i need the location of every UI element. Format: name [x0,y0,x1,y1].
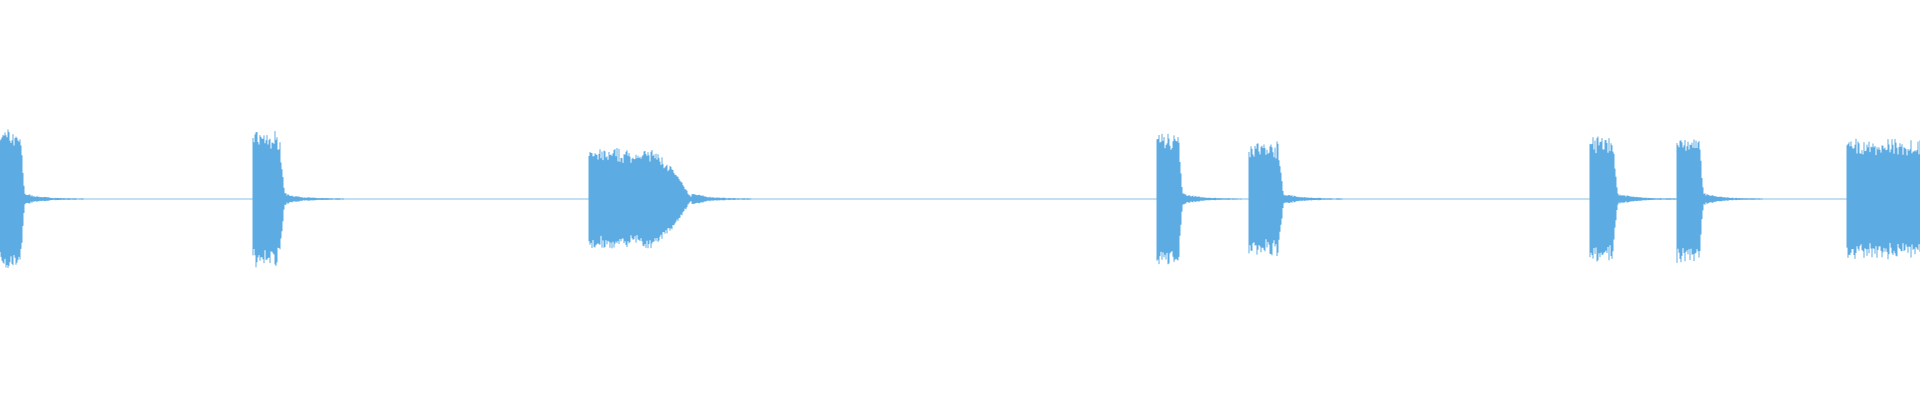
waveform-burst-7 [1676,139,1763,263]
waveform-bursts [0,129,1920,268]
burst-6-samples [1589,136,1677,262]
burst-5-samples [1248,141,1343,256]
burst-3-samples [588,148,752,249]
burst-4-samples [1156,133,1242,265]
burst-1-samples [0,129,84,268]
waveform-burst-1 [0,129,84,268]
waveform-burst-6 [1589,136,1677,262]
waveform-burst-3 [588,148,752,249]
waveform-burst-8 [1846,138,1920,260]
burst-2-samples [252,131,344,268]
waveform-burst-4 [1156,133,1242,265]
burst-8-samples [1846,138,1920,260]
waveform-burst-2 [252,131,344,268]
burst-7-samples [1676,139,1763,263]
waveform-burst-5 [1248,141,1343,256]
